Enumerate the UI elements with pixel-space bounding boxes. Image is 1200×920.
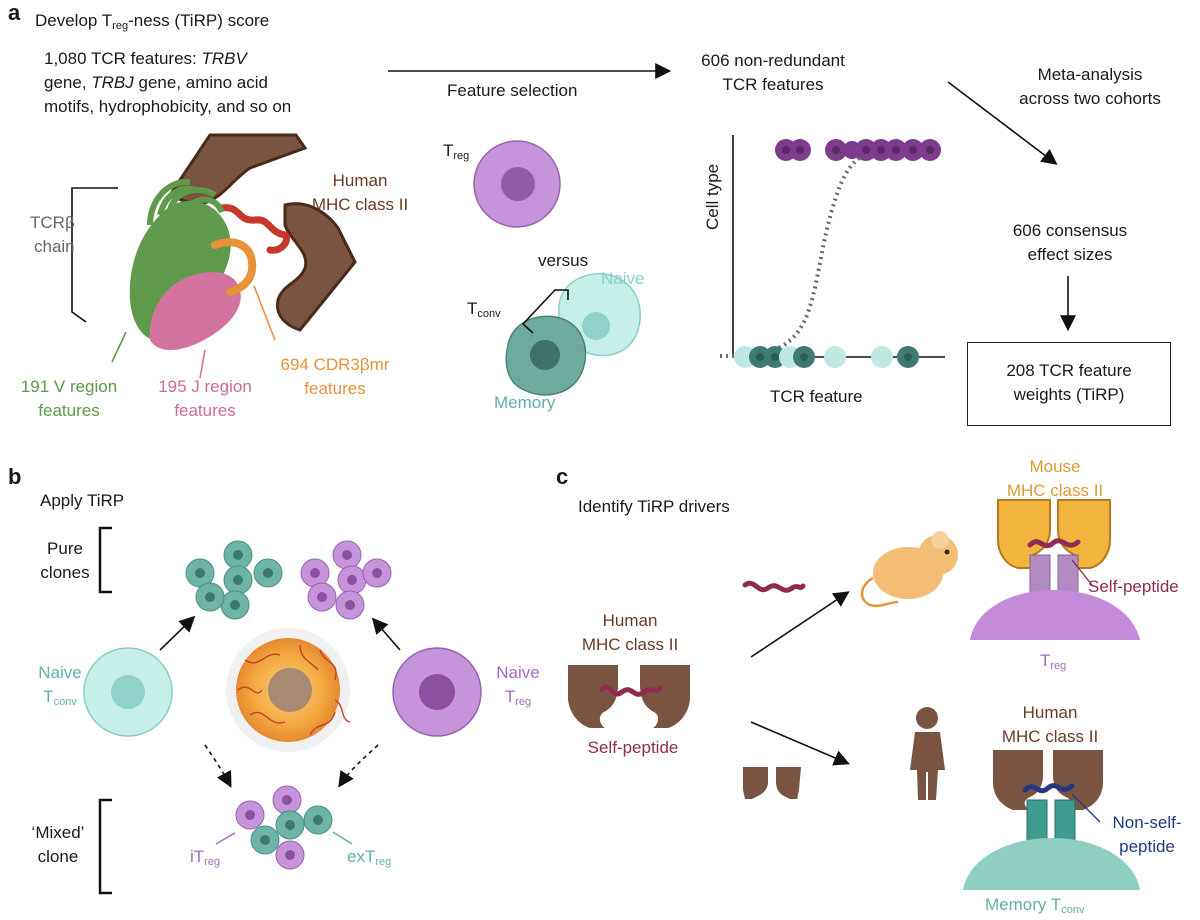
self-peptide-leader: [1071, 559, 1093, 586]
panel-b-title: Apply TiRP: [40, 491, 125, 510]
free-self-peptide: [742, 580, 806, 593]
v-region-label-1: 191 V region: [20, 377, 118, 396]
pure-label-2: clones: [40, 563, 90, 582]
panel-a-label: a: [8, 0, 21, 25]
mouse-mhc-label-1: Mouse: [1029, 457, 1081, 476]
extreg-leader: [332, 831, 353, 845]
non-self-peptide-label-1: Non-self-: [1112, 813, 1182, 832]
mixed-clone-bracket: [98, 798, 112, 895]
j-region-label-1: 195 J region: [158, 377, 252, 396]
human-mhc-c-label-2: MHC class II: [581, 635, 679, 654]
tumor-icon: [226, 628, 351, 752]
feature-selection-label: Feature selection: [447, 81, 578, 100]
memory-tconv-c-label: Memory Tconv: [985, 895, 1085, 916]
weights-line-1: 208 TCR feature: [1006, 361, 1132, 380]
dashed-arrow-right: [338, 744, 379, 788]
small-mhc-shape: [743, 767, 801, 799]
human-mhc-r-label-1: Human: [1022, 703, 1078, 722]
panel-c-label: c: [556, 464, 569, 489]
naive-treg-cell-b: [392, 647, 482, 737]
logistic-plot: [719, 135, 945, 368]
nonredundant-line-2: TCR features: [722, 75, 824, 94]
itreg-leader: [215, 832, 236, 845]
dashed-arrow-left: [204, 744, 232, 788]
treg-cell: [473, 140, 561, 228]
pure-clones-bracket: [98, 526, 112, 594]
memory-label: Memory: [494, 393, 556, 412]
treg-cell-surface: [970, 590, 1140, 640]
j-region-label-2: features: [174, 401, 236, 420]
meta-analysis-line-1: Meta-analysis: [1037, 65, 1143, 84]
meta-analysis-arrow: [947, 81, 1058, 165]
mouse-mhc-label-2: MHC class II: [1006, 481, 1104, 500]
cdr-label-2: features: [304, 379, 366, 398]
tcr-beta-chain-shape: [129, 178, 257, 350]
human-person-icon: [910, 707, 945, 800]
non-self-peptide-label-2: peptide: [1119, 837, 1175, 856]
self-peptide-left: [599, 684, 663, 697]
tconv-bracket: [521, 289, 569, 334]
naive-tconv-cell-b: [83, 647, 173, 737]
cdr-leader: [253, 285, 276, 341]
tconv-tcr-receptor: [1026, 799, 1076, 843]
v-region-leader: [111, 331, 127, 363]
treg-c-label: Treg: [1040, 651, 1067, 672]
naive-treg-label-1: Naive: [496, 663, 540, 682]
tirp-weights-box: [967, 342, 1171, 426]
mouse-icon: [860, 531, 958, 608]
arrow-to-mouse: [750, 591, 850, 658]
tcrb-bracket: [71, 187, 118, 323]
human-mhc-c-label-1: Human: [602, 611, 658, 630]
self-peptide-right-label: Self-peptide: [1088, 577, 1179, 596]
mixed-label-2: clone: [37, 847, 79, 866]
consensus-line-1: 606 consensus: [1012, 221, 1128, 240]
itreg-label: iTreg: [190, 847, 221, 868]
human-mhc-right-shape: [993, 750, 1103, 810]
v-region-label-2: features: [38, 401, 100, 420]
non-self-peptide-leader: [1071, 793, 1101, 823]
consensus-line-2: effect sizes: [1027, 245, 1113, 264]
panel-c-title: Identify TiRP drivers: [578, 497, 730, 516]
self-peptide-right-shape: [1027, 538, 1081, 549]
mhc-class-ii-left-shape: [568, 665, 690, 728]
naive-label: Naive: [601, 269, 645, 288]
panel-a-title: Develop Treg-ness (TiRP) score: [35, 11, 270, 32]
nonredundant-line-1: 606 non-redundant: [701, 51, 845, 70]
mixed-label-1: ‘Mixed’: [31, 823, 85, 842]
plot-y-axis-label: Cell type: [703, 163, 722, 230]
mouse-mhc-shape: [997, 499, 1111, 569]
cdr-label-1: 694 CDR3βmr: [280, 355, 390, 374]
meta-analysis-line-2: across two cohorts: [1019, 89, 1161, 108]
weights-line-2: weights (TiRP): [1013, 385, 1125, 404]
extreg-label: exTreg: [347, 847, 392, 868]
tcrb-label-2: chain: [34, 237, 75, 256]
peptide-red: [218, 204, 290, 254]
naive-treg-label-2: Treg: [504, 687, 532, 708]
tconv-label: Tconv: [467, 299, 501, 320]
memory-cell-surface: [963, 838, 1140, 890]
panel-b-label: b: [8, 464, 22, 489]
treg-tcr-receptor: [1029, 554, 1079, 598]
tconv-to-clone-arrow: [159, 615, 196, 651]
human-mhc-label-2: MHC class II: [311, 195, 409, 214]
human-mhc-label-1: Human: [332, 171, 388, 190]
naive-tconv-label-2: Tconv: [43, 687, 77, 708]
arrow-to-human: [750, 721, 850, 766]
naive-tconv-label-1: Naive: [38, 663, 82, 682]
treg-label: Treg: [443, 141, 470, 162]
treg-to-clone-arrow: [371, 617, 401, 651]
j-region-leader: [199, 349, 206, 379]
tcrb-label-1: TCRβ: [30, 213, 75, 232]
non-self-peptide-shape: [1022, 783, 1075, 794]
pure-label-1: Pure: [47, 539, 83, 558]
tcr-features-line-1: 1,080 TCR features: TRBV: [44, 49, 247, 68]
memory-tconv-cell: [505, 315, 587, 396]
self-peptide-label: Self-peptide: [587, 738, 679, 757]
plot-x-axis-label: TCR feature: [770, 387, 863, 406]
human-mhc-r-label-2: MHC class II: [1001, 727, 1099, 746]
versus-label: versus: [538, 251, 589, 270]
tcr-features-line-3: motifs, hydrophobicity, and so on: [44, 97, 292, 116]
tcr-features-line-2: gene, TRBJ gene, amino acid: [44, 73, 268, 92]
